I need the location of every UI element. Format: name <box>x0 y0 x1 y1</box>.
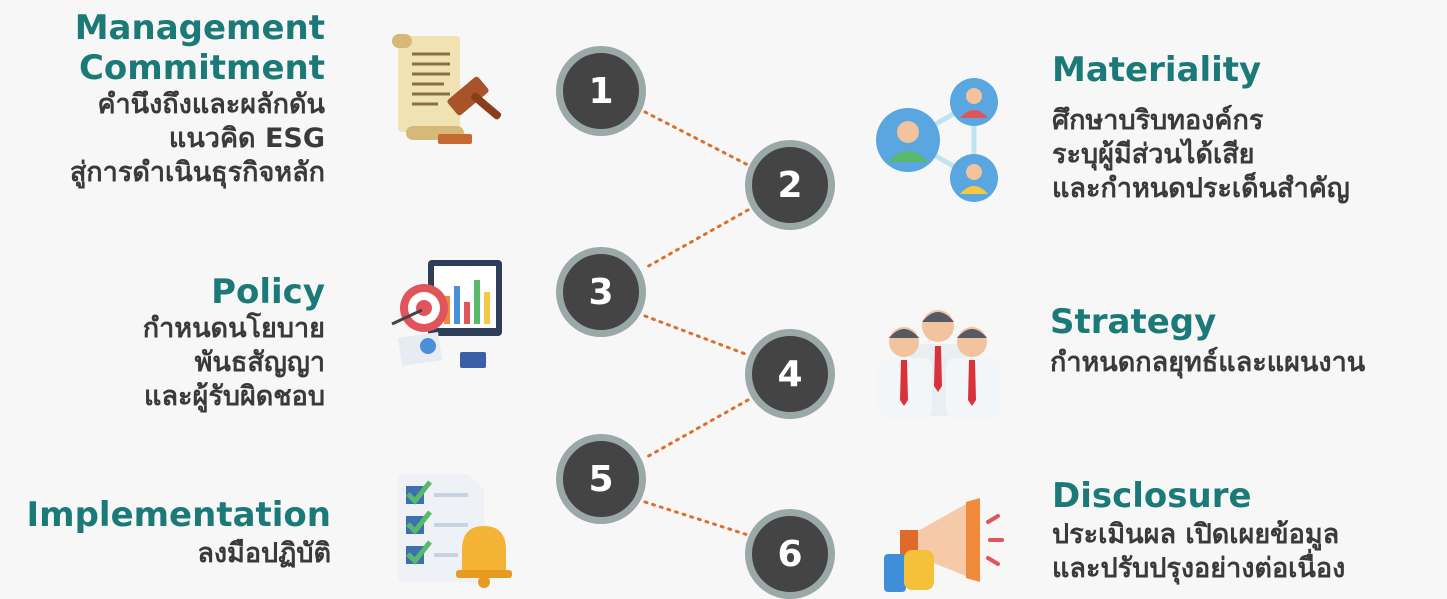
step-description: และกำหนดประเด็นสำคัญ <box>1052 173 1350 204</box>
step-number: 4 <box>777 353 803 395</box>
step-number: 6 <box>777 533 803 575</box>
step-title: Strategy <box>1050 302 1217 342</box>
connector-1-2 <box>643 110 750 167</box>
checklist-bell-icon <box>398 474 512 588</box>
step-description: ศึกษาบริบทองค์กร <box>1052 105 1264 136</box>
step-description: ระบุผู้มีส่วนได้เสีย <box>1052 139 1255 170</box>
step-4-text: Strategy กำหนดกลยุทธ์และแผนงาน <box>1050 302 1442 380</box>
step-5-text: Implementation ลงมือปฏิบัติ <box>1 495 332 571</box>
step-number: 3 <box>588 271 614 313</box>
megaphone-icon <box>884 498 1004 592</box>
step-description: ลงมือปฏิบัติ <box>197 538 331 569</box>
step-description: พันธสัญญา <box>194 347 325 378</box>
target-dashboard-icon <box>391 260 502 368</box>
step-title: Commitment <box>78 48 325 88</box>
connector-5-6 <box>643 500 750 537</box>
step-description: แนวคิด ESG <box>168 123 325 154</box>
step-3-circle: 3 <box>556 247 646 337</box>
stakeholder-network-icon <box>876 78 998 202</box>
step-2-text: Materiality ศึกษาบริบทองค์กร ระบุผู้มีส่… <box>1052 50 1442 206</box>
step-2-circle: 2 <box>745 140 835 230</box>
step-description: กำหนดกลยุทธ์และแผนงาน <box>1050 347 1366 378</box>
step-6-text: Disclosure ประเมินผล เปิดเผยข้อมูล และปร… <box>1052 476 1442 586</box>
team-people-icon <box>878 310 1000 418</box>
step-number: 2 <box>777 164 803 206</box>
step-1-text: Management Commitment คำนึงถึงและผลักดัน… <box>0 8 325 190</box>
step-description: สู่การดำเนินธุรกิจหลัก <box>69 157 325 188</box>
step-title: Policy <box>211 272 325 312</box>
step-description: และผู้รับผิดชอบ <box>144 381 325 412</box>
step-4-circle: 4 <box>745 329 835 419</box>
step-1-circle: 1 <box>556 46 646 136</box>
step-description: คำนึงถึงและผลักดัน <box>97 89 325 120</box>
scroll-gavel-icon <box>392 34 502 144</box>
step-title: Implementation <box>26 495 332 535</box>
step-title: Disclosure <box>1052 476 1252 516</box>
connector-3-4 <box>643 314 750 357</box>
step-title: Materiality <box>1052 50 1262 90</box>
step-number: 1 <box>588 70 614 112</box>
step-5-circle: 5 <box>556 434 646 524</box>
step-3-text: Policy กำหนดนโยบาย พันธสัญญา และผู้รับผิ… <box>0 272 325 414</box>
step-description: และปรับปรุงอย่างต่อเนื่อง <box>1052 553 1346 584</box>
step-description: ประเมินผล เปิดเผยข้อมูล <box>1052 519 1340 550</box>
connector-2-3 <box>643 208 750 270</box>
step-description: กำหนดนโยบาย <box>142 313 325 344</box>
step-number: 5 <box>588 458 614 500</box>
step-6-circle: 6 <box>745 509 835 599</box>
step-title: Management <box>74 8 325 48</box>
connector-4-5 <box>643 398 750 460</box>
